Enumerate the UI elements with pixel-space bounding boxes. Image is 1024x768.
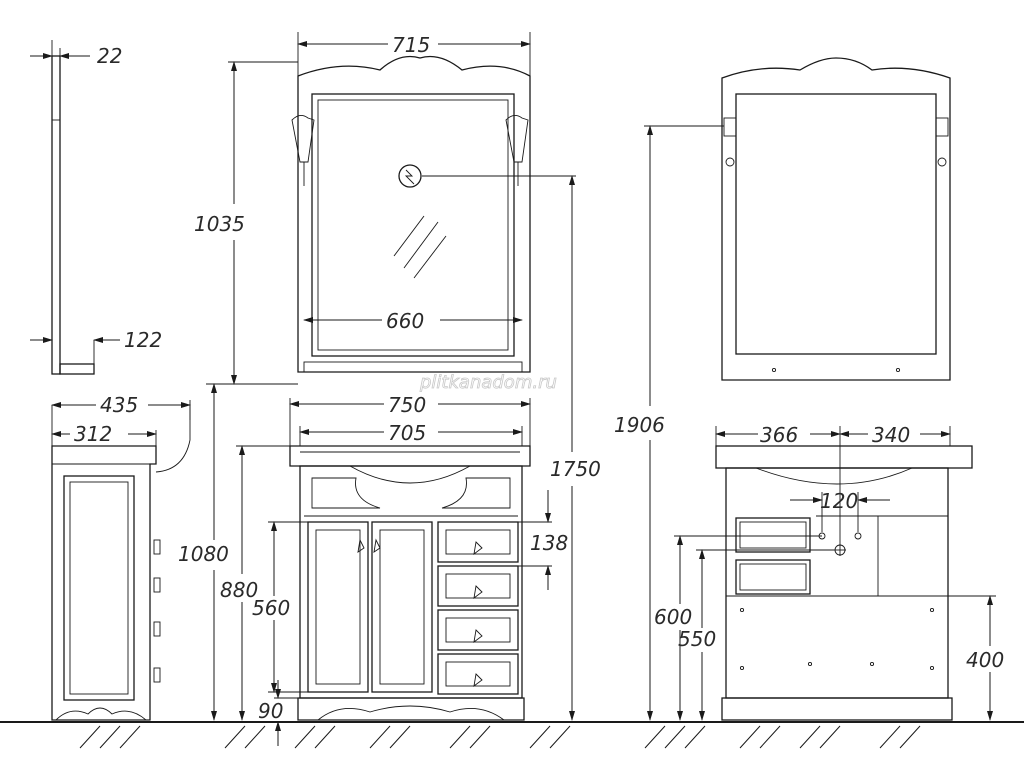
back-plinth [721,697,953,721]
front-basin [349,465,471,484]
dim-right-width: 340 [872,423,910,447]
dim-door-height: 560 [252,596,290,620]
front-mirror-shelf [303,361,523,373]
front-plinth [297,697,525,721]
dim-mount-height: 1906 [614,413,665,437]
front-drawer-2 [437,565,519,607]
dim-height-550: 550 [678,627,716,651]
side-view: 22 122 435 312 [30,40,191,721]
dim-left-width: 366 [760,423,798,447]
dim-total-height: 1080 [178,542,229,566]
floor-line [0,721,1024,749]
dim-mirror-inner-width: 660 [386,309,424,333]
front-mirror-glass [311,93,515,357]
side-mirror-profile [51,55,61,375]
right-lamp-icon [505,115,529,186]
front-drawer-3 [437,609,519,651]
dim-drain-spacing: 120 [820,489,858,513]
back-mirror-frame [721,57,951,381]
dim-top-depth: 22 [97,44,122,68]
right-mount-icon [935,117,949,137]
side-shelf [59,363,95,375]
side-panel [63,475,135,701]
dim-cabinet-height: 880 [220,578,258,602]
back-drawer-1 [735,517,811,553]
back-sink-top [715,445,973,469]
front-cabinet [299,465,523,699]
left-lamp-icon [291,115,315,186]
dim-plinth-height: 90 [258,699,283,723]
left-mount-icon [723,117,737,137]
dim-cabinet-depth: 312 [74,422,112,446]
dim-mirror-width: 715 [392,33,430,57]
front-drawer-1 [437,521,519,563]
dim-mirror-height: 1035 [194,212,245,236]
back-view: 1906 366 340 120 [614,57,1004,721]
door-handle-icon [357,538,381,553]
dim-drawer-height: 138 [530,531,568,555]
dim-shelf-depth: 122 [124,328,162,352]
front-sink-top [289,445,531,467]
drawer-handle-icon [473,541,483,688]
electric-socket-icon [398,164,422,188]
dim-sink-width: 750 [388,393,426,417]
back-drawer-2 [735,559,811,595]
back-mirror-panel [735,93,937,355]
side-cabinet [51,445,157,721]
dim-height-400: 400 [966,648,1004,672]
front-left-door [307,521,369,693]
watermark: plitkanadom.ru [419,372,557,393]
front-right-door [371,521,433,693]
dim-total-height-mirror: 1750 [550,457,601,481]
dim-sink-depth: 435 [100,393,138,417]
front-drawer-4 [437,653,519,695]
front-right-decor [441,477,511,509]
front-mirror-frame [297,55,531,373]
dim-height-600: 600 [654,605,692,629]
front-left-decor [311,477,381,509]
water-inlet-right-icon [854,532,862,540]
front-view: 715 660 1035 [178,32,601,746]
dim-cabinet-width: 705 [388,421,426,445]
